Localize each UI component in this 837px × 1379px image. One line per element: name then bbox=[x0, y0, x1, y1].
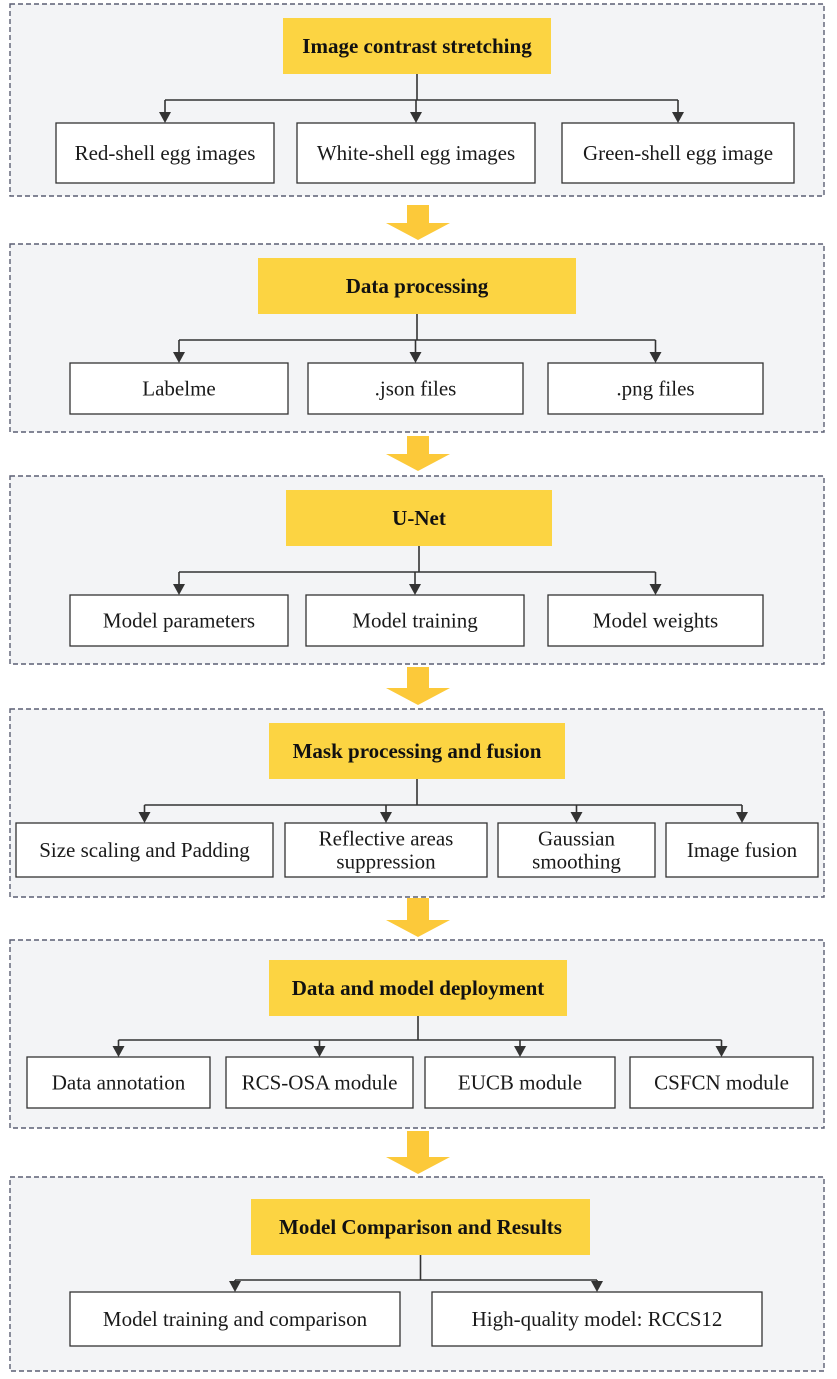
node-label: .png files bbox=[616, 377, 694, 401]
arrowhead-icon bbox=[649, 352, 662, 363]
stage-header-box bbox=[283, 18, 551, 74]
arrowhead-icon bbox=[649, 584, 662, 595]
flow-arrow-down-icon bbox=[386, 667, 450, 705]
arrowhead-icon bbox=[672, 112, 684, 123]
node-label: Size scaling and Padding bbox=[39, 838, 250, 862]
arrowhead-icon bbox=[112, 1046, 125, 1057]
stage-title: Data processing bbox=[346, 274, 489, 298]
stage-title: Model Comparison and Results bbox=[279, 1215, 562, 1239]
flow-arrow-down-icon bbox=[386, 205, 450, 240]
node-label: CSFCN module bbox=[654, 1071, 789, 1095]
node-model-training-and-comparison bbox=[69, 1291, 401, 1347]
arrowhead-icon bbox=[591, 1281, 603, 1292]
node-label: Model training and comparison bbox=[103, 1307, 368, 1331]
node-red-shell-egg-images bbox=[55, 122, 275, 184]
node-labelme bbox=[69, 362, 289, 415]
node-label: Green-shell egg image bbox=[583, 141, 773, 165]
node-label: EUCB module bbox=[458, 1071, 582, 1095]
node-green-shell-egg-image bbox=[561, 122, 795, 184]
node-json-files bbox=[307, 362, 524, 415]
arrowhead-icon bbox=[409, 352, 422, 363]
stage-title: U-Net bbox=[392, 506, 446, 530]
arrowhead-icon bbox=[380, 812, 392, 823]
node-label: .json files bbox=[375, 377, 457, 401]
arrowhead-icon bbox=[409, 584, 421, 595]
arrowhead-icon bbox=[173, 584, 185, 595]
node-white-shell-egg-images bbox=[296, 122, 536, 184]
node-reflective-areas-suppression bbox=[284, 822, 488, 878]
node-label: Model parameters bbox=[103, 609, 255, 633]
arrowhead-icon bbox=[138, 812, 151, 823]
arrowhead-icon bbox=[159, 112, 171, 123]
node-image-fusion bbox=[665, 822, 819, 878]
flow-arrow-down-icon bbox=[386, 898, 450, 937]
stage-header-box bbox=[269, 960, 567, 1016]
arrowhead-icon bbox=[570, 812, 583, 823]
node-label: Image fusion bbox=[687, 838, 798, 862]
arrowhead-icon bbox=[173, 352, 185, 363]
node-label: RCS-OSA module bbox=[242, 1071, 398, 1095]
stage-title: Mask processing and fusion bbox=[293, 739, 542, 763]
flow-arrow-down-icon bbox=[386, 436, 450, 471]
node-label: High-quality model: RCCS12 bbox=[472, 1307, 723, 1331]
arrowhead-icon bbox=[229, 1281, 241, 1292]
node-png-files bbox=[547, 362, 764, 415]
node-high-quality-model-rccs12 bbox=[431, 1291, 763, 1347]
arrowhead-icon bbox=[313, 1046, 326, 1057]
node-label: Model training bbox=[352, 609, 478, 633]
node-label: Data annotation bbox=[52, 1071, 186, 1095]
stage-title: Image contrast stretching bbox=[302, 34, 532, 58]
node-size-scaling-and-padding bbox=[15, 822, 274, 878]
node-label: White-shell egg images bbox=[317, 141, 515, 165]
stage-header-box bbox=[251, 1199, 590, 1255]
node-data-annotation bbox=[26, 1056, 211, 1109]
stage-header-box bbox=[286, 490, 552, 546]
stage-header-box bbox=[258, 258, 576, 314]
arrowhead-icon bbox=[736, 812, 748, 823]
node-label: Red-shell egg images bbox=[75, 141, 256, 165]
node-rcs-osa-module bbox=[225, 1056, 414, 1109]
arrowhead-icon bbox=[715, 1046, 728, 1057]
node-eucb-module bbox=[424, 1056, 616, 1109]
flow-arrow-down-icon bbox=[386, 1131, 450, 1174]
stage-header-box bbox=[269, 723, 565, 779]
arrowhead-icon bbox=[410, 112, 422, 123]
node-model-training bbox=[305, 594, 525, 647]
node-csfcn-module bbox=[629, 1056, 814, 1109]
stage-title: Data and model deployment bbox=[292, 976, 545, 1000]
node-model-parameters bbox=[69, 594, 289, 647]
node-label: Labelme bbox=[142, 377, 215, 401]
arrowhead-icon bbox=[514, 1046, 526, 1057]
node-label: Model weights bbox=[593, 609, 718, 633]
node-gaussian-smoothing bbox=[497, 822, 656, 878]
node-model-weights bbox=[547, 594, 764, 647]
